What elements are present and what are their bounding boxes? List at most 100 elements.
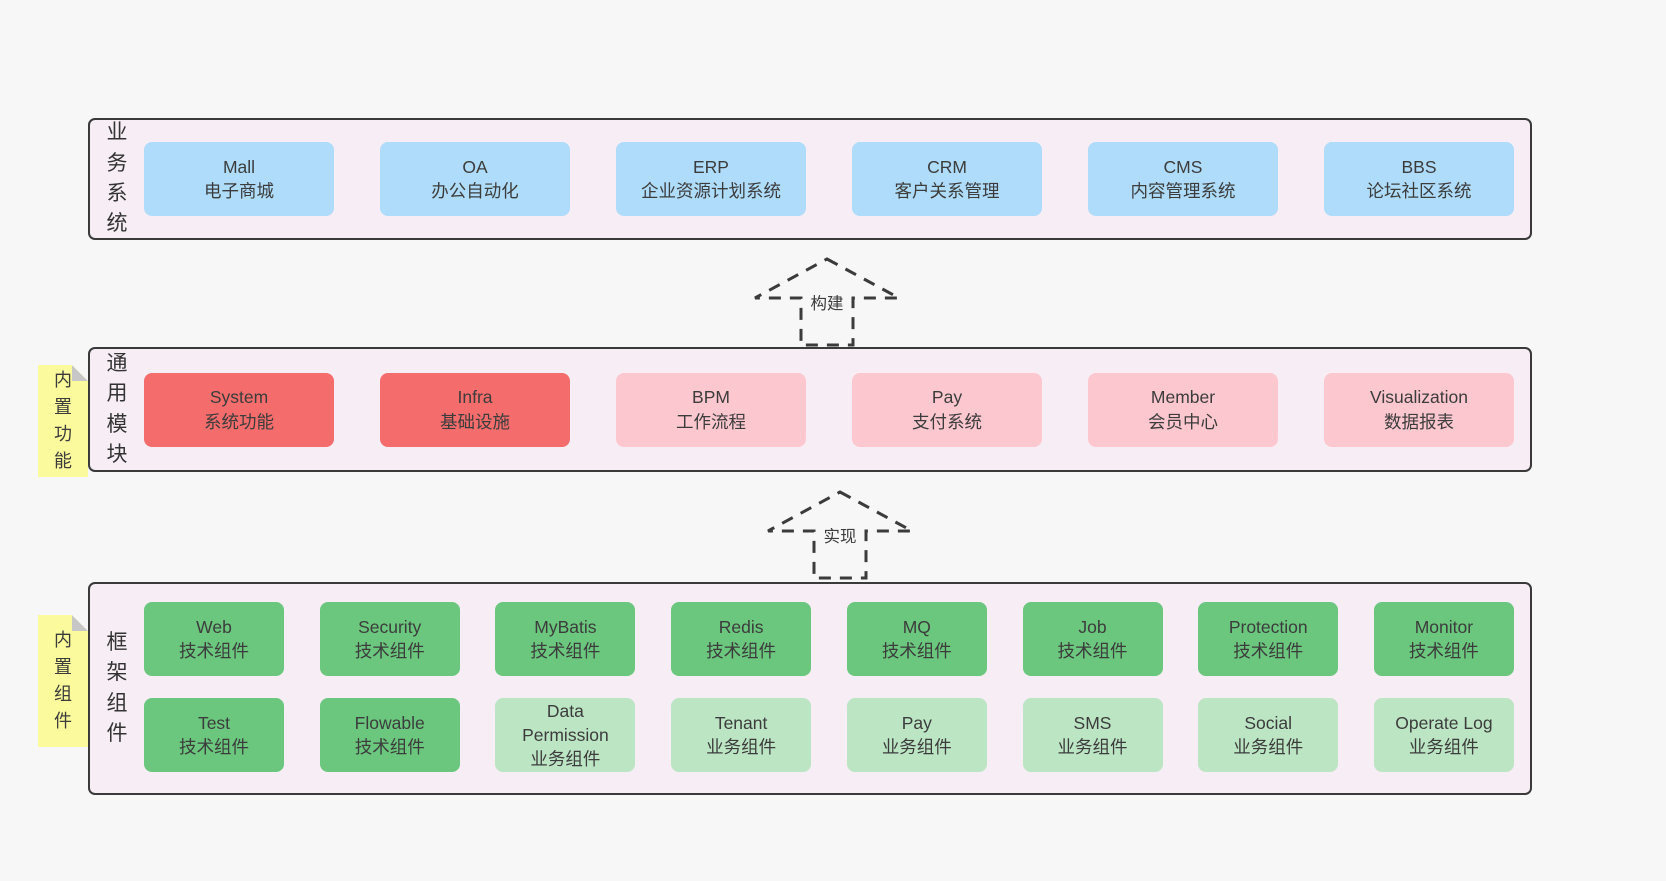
build-arrow: 构建 <box>752 256 902 348</box>
box-title: Web <box>196 616 232 637</box>
box-mybatis: MyBatis 技术组件 <box>495 602 636 676</box>
box-title: Flowable <box>354 712 425 733</box>
box-subtitle: 论坛社区系统 <box>1366 181 1472 201</box>
folded-corner-icon <box>72 365 88 381</box>
box-subtitle: 技术组件 <box>354 641 425 661</box>
box-subtitle: 技术组件 <box>881 641 952 661</box>
box-title: BBS <box>1401 156 1437 177</box>
box-system: System 系统功能 <box>144 372 334 447</box>
box-subtitle: 电子商城 <box>204 181 274 201</box>
band-label-framework-components: 框架组件 <box>90 628 144 750</box>
box-bpm: BPM 工作流程 <box>616 372 806 447</box>
common-modules-row: System 系统功能 Infra 基础设施 BPM 工作流程 Pay 支付系统… <box>144 372 1514 447</box>
box-title: ERP <box>693 156 729 177</box>
box-title: Mall <box>222 156 256 177</box>
implement-arrow: 实现 <box>765 489 915 581</box>
box-subtitle: 技术组件 <box>1057 641 1128 661</box>
band-common-modules: 通用模块 System 系统功能 Infra 基础设施 BPM 工作流程 Pay <box>88 347 1532 472</box>
box-subtitle: 内容管理系统 <box>1130 181 1236 201</box>
box-title: Monitor <box>1414 616 1474 637</box>
common-modules-rows: System 系统功能 Infra 基础设施 BPM 工作流程 Pay 支付系统… <box>144 372 1530 447</box>
box-social: Social 业务组件 <box>1198 698 1339 772</box>
build-arrow-label: 构建 <box>806 290 848 314</box>
box-title: Test <box>197 712 231 733</box>
box-title: Protection <box>1228 616 1308 637</box>
box-title: OA <box>462 156 488 177</box>
box-operate-log: Operate Log 业务组件 <box>1373 698 1514 772</box>
box-title: Visualization <box>1370 387 1468 408</box>
box-flowable: Flowable 技术组件 <box>319 698 460 772</box>
box-infra: Infra 基础设施 <box>380 372 570 447</box>
box-member: Member 会员中心 <box>1088 372 1278 447</box>
box-test: Test 技术组件 <box>144 698 284 772</box>
box-subtitle: 数据报表 <box>1384 411 1454 432</box>
sticky-note-built-in-components: 内置组件 <box>38 615 88 747</box>
band-business-systems: 业务系统 Mall 电子商城 OA 办公自动化 ERP 企业资源计划系统 CRM <box>88 118 1532 240</box>
band-label-common-modules: 通用模块 <box>90 349 144 471</box>
box-protection: Protection 技术组件 <box>1198 602 1339 676</box>
box-mq: MQ 技术组件 <box>846 602 987 676</box>
box-subtitle: 工作流程 <box>676 411 746 432</box>
box-visualization: Visualization 数据报表 <box>1324 372 1514 447</box>
box-subtitle: 技术组件 <box>179 737 249 757</box>
box-mall: Mall 电子商城 <box>144 142 334 216</box>
box-oa: OA 办公自动化 <box>380 142 570 216</box>
box-title: Job <box>1078 616 1107 637</box>
box-title: Operate Log <box>1395 712 1493 733</box>
box-subtitle: 业务组件 <box>1057 737 1128 757</box>
box-cms: CMS 内容管理系统 <box>1088 142 1278 216</box>
framework-components-rows: Web 技术组件 Security 技术组件 MyBatis 技术组件 Redi… <box>144 584 1530 793</box>
box-subtitle: 技术组件 <box>530 641 601 661</box>
box-subtitle: 基础设施 <box>440 411 510 432</box>
box-subtitle: 技术组件 <box>1408 641 1479 661</box>
box-pay: Pay 支付系统 <box>852 372 1042 447</box>
sticky-note-label: 内置组件 <box>54 630 72 731</box>
box-subtitle: 会员中心 <box>1148 411 1218 432</box>
band-label-text: 业务系统 <box>106 121 128 236</box>
business-systems-rows: Mall 电子商城 OA 办公自动化 ERP 企业资源计划系统 CRM 客户关系… <box>144 142 1530 216</box>
business-systems-row: Mall 电子商城 OA 办公自动化 ERP 企业资源计划系统 CRM 客户关系… <box>144 142 1514 216</box>
box-title: CRM <box>927 156 967 177</box>
box-title: Security <box>358 616 422 637</box>
box-subtitle: 业务组件 <box>530 749 601 770</box>
box-pay-biz: Pay 业务组件 <box>846 698 987 772</box>
box-title: Pay <box>901 712 932 733</box>
box-subtitle: 系统功能 <box>204 411 274 432</box>
box-redis: Redis 技术组件 <box>671 602 812 676</box>
box-subtitle: 业务组件 <box>1233 737 1304 757</box>
sticky-note-built-in-features: 内置功能 <box>38 365 88 477</box>
box-title: MyBatis <box>534 616 597 637</box>
box-data-permission: Data Permission 业务组件 <box>495 698 636 772</box>
box-title: Social <box>1244 712 1293 733</box>
box-subtitle: 技术组件 <box>706 641 777 661</box>
sticky-note-label: 内置功能 <box>54 370 72 471</box>
box-title: CMS <box>1163 156 1203 177</box>
band-label-business-systems: 业务系统 <box>90 118 144 240</box>
box-subtitle: 客户关系管理 <box>894 181 1000 201</box>
box-bbs: BBS 论坛社区系统 <box>1324 142 1514 216</box>
dashed-up-arrow-icon <box>754 257 900 347</box>
band-label-text: 通用模块 <box>106 351 128 466</box>
box-title: Data Permission <box>522 700 609 745</box>
box-sms: SMS 业务组件 <box>1022 698 1163 772</box>
biz-components-row: Test 技术组件 Flowable 技术组件 Data Permission … <box>144 698 1514 772</box>
box-job: Job 技术组件 <box>1022 602 1163 676</box>
box-title: BPM <box>692 387 730 408</box>
box-subtitle: 支付系统 <box>912 411 982 432</box>
box-erp: ERP 企业资源计划系统 <box>616 142 806 216</box>
box-title: Member <box>1150 387 1216 408</box>
box-subtitle: 业务组件 <box>706 737 777 757</box>
box-subtitle: 办公自动化 <box>431 181 519 201</box>
box-title: Tenant <box>714 712 768 733</box>
dashed-up-arrow-icon <box>767 490 913 580</box>
box-title: MQ <box>902 616 931 637</box>
box-security: Security 技术组件 <box>319 602 460 676</box>
box-title: Pay <box>931 387 963 408</box>
folded-corner-icon <box>72 615 88 631</box>
box-crm: CRM 客户关系管理 <box>852 142 1042 216</box>
box-monitor: Monitor 技术组件 <box>1373 602 1514 676</box>
box-subtitle: 业务组件 <box>1408 737 1479 757</box>
tech-components-row: Web 技术组件 Security 技术组件 MyBatis 技术组件 Redi… <box>144 602 1514 676</box>
box-web: Web 技术组件 <box>144 602 284 676</box>
